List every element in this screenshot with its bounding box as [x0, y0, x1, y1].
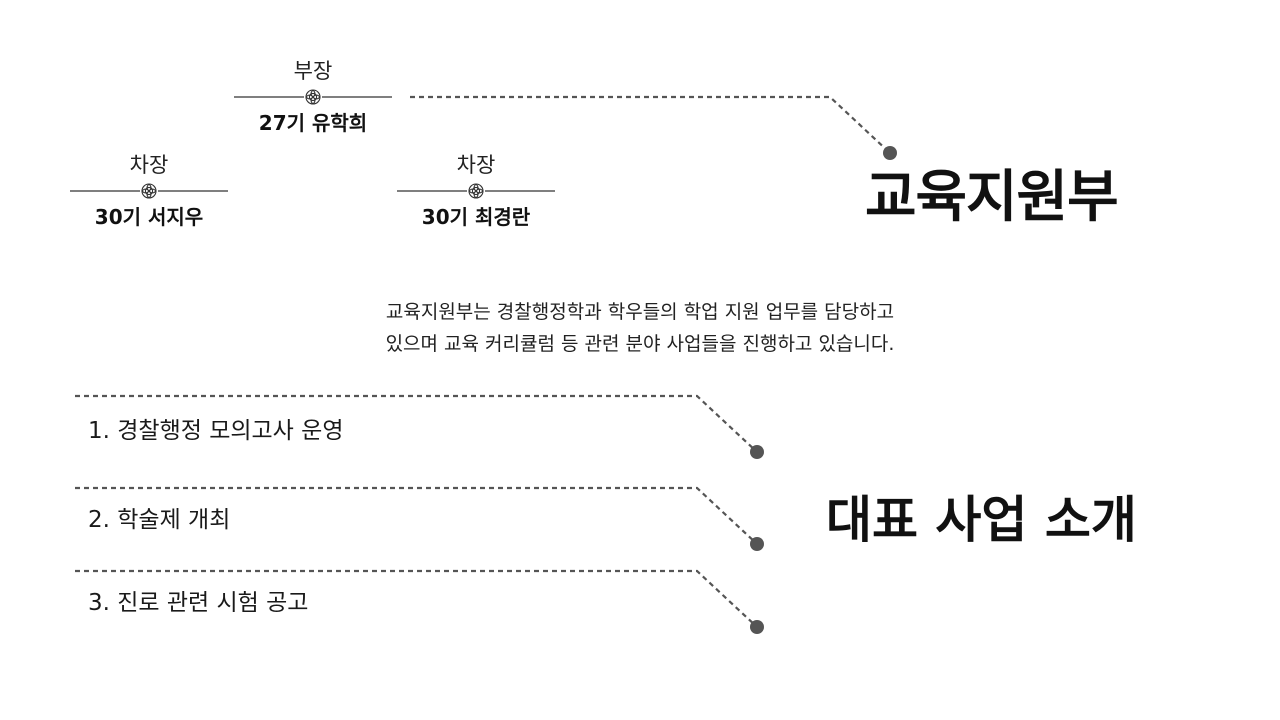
- project-1-connector-line: [75, 394, 758, 453]
- officer-deputy-right: 차장 30기 최경란: [391, 152, 561, 230]
- officer-divider: [391, 180, 561, 202]
- project-1-connector-dot: [750, 445, 764, 459]
- project-3-connector-line: [75, 569, 758, 628]
- project-2-connector-line: [75, 486, 758, 545]
- project-2-connector-dot: [750, 537, 764, 551]
- officer-name: 30기 최경란: [421, 205, 531, 229]
- officer-divider: [64, 180, 234, 202]
- department-connector-line: [410, 95, 891, 154]
- officer-divider: [228, 86, 398, 108]
- project-item-2: 2. 학술제 개최: [88, 507, 231, 533]
- department-intro: 교육지원부는 경찰행정학과 학우들의 학업 지원 업무를 담당하고 있으며 교육…: [300, 296, 980, 360]
- flower-ornament-icon: [141, 183, 157, 199]
- intro-line: 있으며 교육 커리큘럼 등 관련 분야 사업들을 진행하고 있습니다.: [385, 333, 895, 355]
- officer-deputy-left: 차장 30기 서지우: [64, 152, 234, 230]
- project-item-3: 3. 진로 관련 시험 공고: [88, 590, 309, 616]
- project-3-connector-dot: [750, 620, 764, 634]
- officer-name: 27기 유학희: [258, 111, 368, 135]
- projects-heading: 대표 사업 소개: [826, 491, 1137, 549]
- intro-line: 교육지원부는 경찰행정학과 학우들의 학업 지원 업무를 담당하고: [385, 301, 895, 323]
- project-item-1: 1. 경찰행정 모의고사 운영: [88, 418, 344, 444]
- officer-name: 30기 서지우: [94, 205, 204, 229]
- officer-role: 부장: [293, 59, 333, 83]
- flower-ornament-icon: [305, 89, 321, 105]
- officer-head: 부장 27기 유학희: [228, 58, 398, 136]
- officer-role: 차장: [129, 153, 169, 177]
- flower-ornament-icon: [468, 183, 484, 199]
- department-connector-dot: [883, 146, 897, 160]
- officer-role: 차장: [456, 153, 496, 177]
- department-title: 교육지원부: [865, 165, 1119, 230]
